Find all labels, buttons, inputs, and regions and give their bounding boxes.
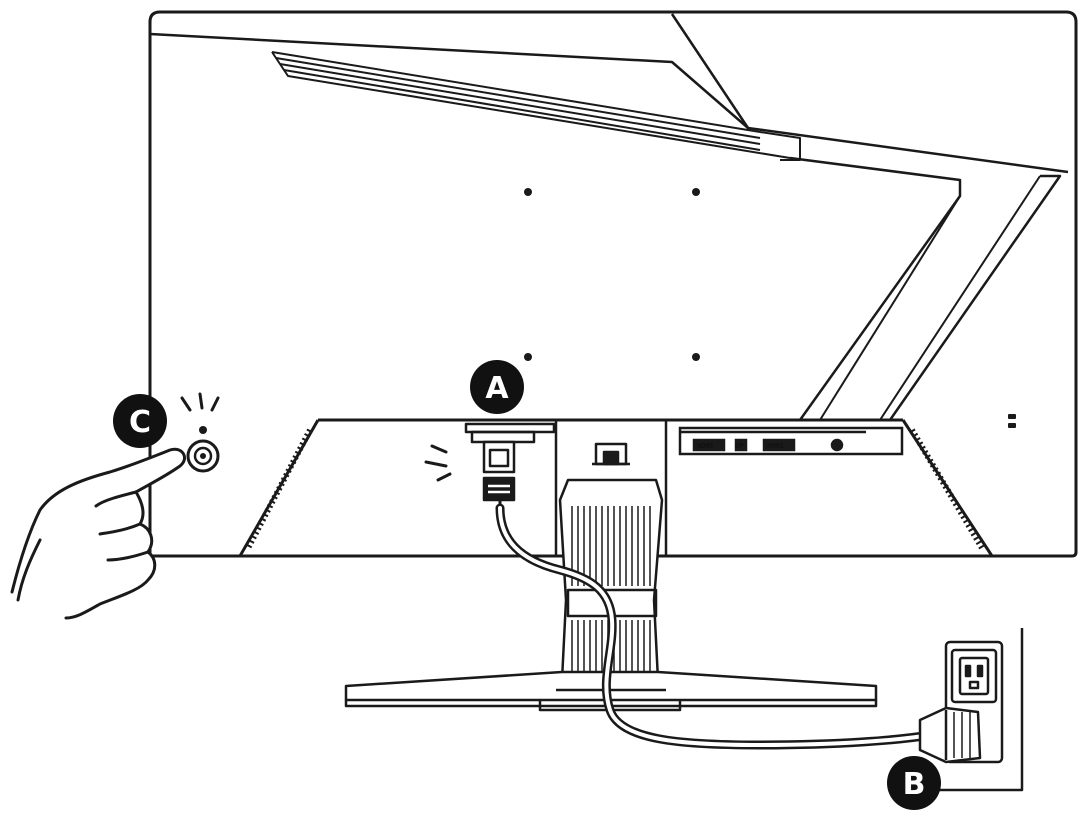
io-port-panel — [678, 426, 904, 456]
callout-b-label: B — [903, 767, 926, 802]
callout-b: B — [887, 756, 941, 810]
callout-c: C — [113, 394, 167, 448]
security-slot-icon — [1008, 414, 1016, 428]
callout-c-label: C — [129, 405, 151, 440]
vesa-mount-holes — [524, 188, 700, 361]
monitor-stand — [344, 420, 878, 712]
power-button-icon — [186, 426, 220, 473]
port-label-dp: DP — [735, 442, 743, 450]
pointing-hand-icon — [10, 447, 186, 620]
power-plug-icon — [464, 422, 556, 508]
callout-a-label: A — [485, 371, 509, 406]
plug-click-marks — [424, 444, 452, 482]
top-vent — [271, 51, 801, 161]
monitor-back-panel — [148, 10, 1078, 558]
wall-plug-icon — [918, 706, 982, 764]
port-label-hdmi-1: HDMI — [697, 442, 714, 450]
callout-a: A — [470, 360, 524, 414]
button-press-marks — [180, 392, 220, 412]
port-label-hdmi-2: HDMI — [767, 442, 784, 450]
